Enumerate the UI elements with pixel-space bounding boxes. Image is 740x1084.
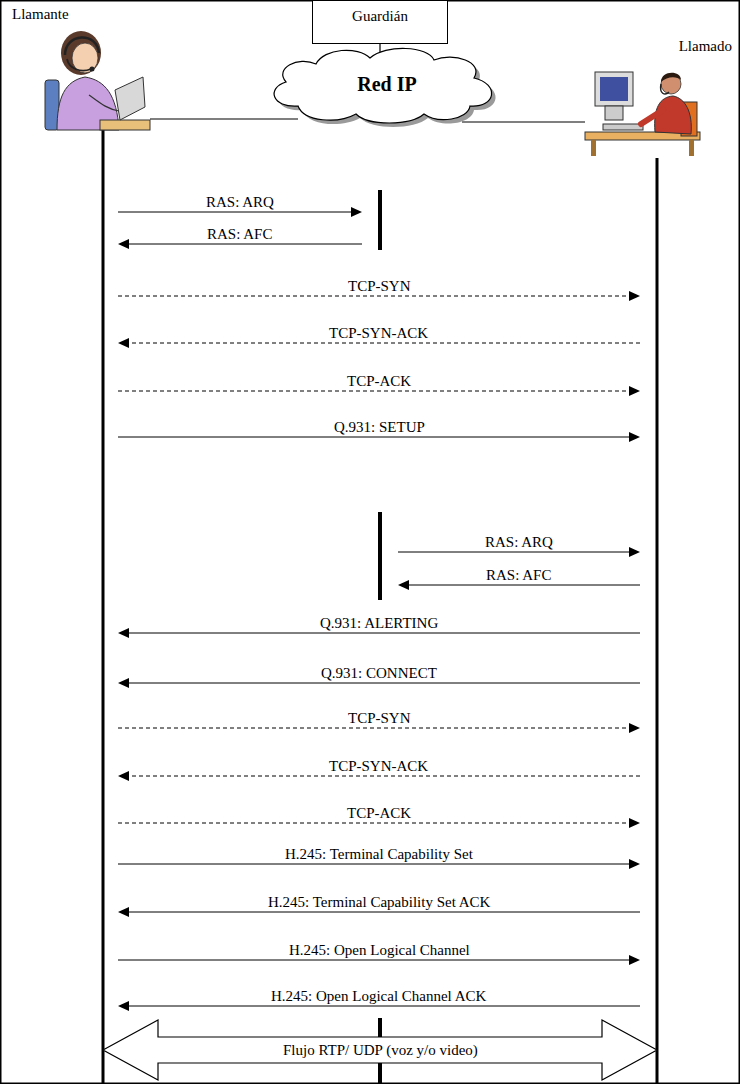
- message-line: [118, 823, 630, 824]
- laptop: [115, 77, 145, 120]
- microphone: [67, 59, 91, 71]
- message-line: [128, 776, 640, 777]
- desk-leg: [591, 140, 596, 156]
- arrow-head: [629, 386, 640, 396]
- hair: [661, 73, 681, 82]
- message-line: [118, 391, 630, 392]
- callee-illustration: [585, 62, 705, 157]
- message-label: TCP-ACK: [345, 373, 413, 390]
- message-line: [118, 960, 630, 961]
- screen: [600, 77, 628, 101]
- arrow-head: [629, 547, 640, 557]
- message-line: [128, 244, 362, 245]
- headset: [65, 37, 99, 55]
- message-line: [118, 212, 352, 213]
- arm: [89, 95, 119, 111]
- message-label: H.245: Open Logical Channel ACK: [269, 988, 488, 1005]
- arrow-head: [351, 207, 362, 217]
- message-label: TCP-SYN-ACK: [327, 758, 430, 775]
- arrow-head: [629, 432, 640, 442]
- message-label: TCP-SYN-ACK: [327, 325, 430, 342]
- message-label: RAS: ARQ: [483, 534, 555, 551]
- network-link: [150, 119, 298, 120]
- message-label: Q.931: SETUP: [332, 419, 427, 436]
- arrow-head: [629, 818, 640, 828]
- network-link: [462, 122, 585, 123]
- message-line: [118, 864, 630, 865]
- message-label: Q.931: ALERTING: [318, 615, 440, 632]
- cloud-shape: [274, 48, 492, 123]
- desk: [100, 120, 150, 130]
- caller-illustration: [45, 25, 150, 133]
- caller-figure: Llamante: [8, 4, 150, 132]
- message-line: [128, 633, 640, 634]
- desk-leg: [689, 140, 694, 156]
- callee-figure: Llamado: [585, 36, 738, 160]
- message-label: H.245: Terminal Capability Set ACK: [266, 894, 492, 911]
- arm: [641, 110, 663, 124]
- caller-lifeline: [102, 130, 105, 1084]
- arrow-head: [629, 859, 640, 869]
- arrow-head: [398, 580, 409, 590]
- message-line: [128, 683, 640, 684]
- message-label: H.245: Terminal Capability Set: [283, 846, 475, 863]
- ip-network-cloud: Red IP: [258, 44, 502, 124]
- gatekeeper-activation: [378, 512, 382, 600]
- arrow-head: [629, 955, 640, 965]
- arrow-head: [118, 628, 129, 638]
- arrow-head: [629, 291, 640, 301]
- message-line: [398, 552, 630, 553]
- message-line: [118, 437, 630, 438]
- participant-label: Llamante: [12, 6, 146, 23]
- message-line: [128, 343, 640, 344]
- message-line: [408, 585, 640, 586]
- gatekeeper-label: Guardián: [313, 8, 447, 25]
- link-line: [462, 121, 585, 122]
- computer-base: [605, 106, 623, 120]
- network-label: Red IP: [343, 73, 416, 96]
- gatekeeper-box: Guardián: [312, 0, 448, 44]
- message-line: [118, 728, 630, 729]
- arrow-head: [629, 723, 640, 733]
- arrow-head: [118, 771, 129, 781]
- message-label: TCP-ACK: [345, 805, 413, 822]
- callee-lifeline: [656, 158, 659, 1084]
- keyboard: [603, 124, 643, 130]
- microphone-tip: [90, 67, 95, 72]
- link-line: [150, 118, 298, 119]
- gatekeeper-activation: [378, 190, 382, 250]
- monitor: [595, 72, 633, 106]
- message-label: RAS: AFC: [205, 226, 274, 243]
- hair: [61, 31, 101, 75]
- arrow-head: [118, 1001, 129, 1011]
- message-label: RAS: AFC: [484, 567, 553, 584]
- message-line: [118, 296, 630, 297]
- message-label: TCP-SYN: [346, 278, 413, 295]
- message-label: RAS: ARQ: [204, 194, 276, 211]
- message-label: Flujo RTP/ UDP (voz y/o video): [281, 1042, 480, 1059]
- arrow-head: [118, 239, 129, 249]
- arrow-head: [118, 338, 129, 348]
- message-line: [128, 912, 640, 913]
- headset: [661, 84, 669, 94]
- arrow-head: [118, 678, 129, 688]
- message-label: TCP-SYN: [346, 710, 413, 727]
- hollow-double-arrow: [103, 1020, 657, 1080]
- message-label: Q.931: CONNECT: [319, 665, 439, 682]
- message-line: [128, 1006, 640, 1007]
- arrow-head: [118, 907, 129, 917]
- message-label: H.245: Open Logical Channel: [287, 942, 472, 959]
- media-flow-arrow: [103, 1020, 657, 1080]
- participant-label: Llamado: [591, 38, 732, 55]
